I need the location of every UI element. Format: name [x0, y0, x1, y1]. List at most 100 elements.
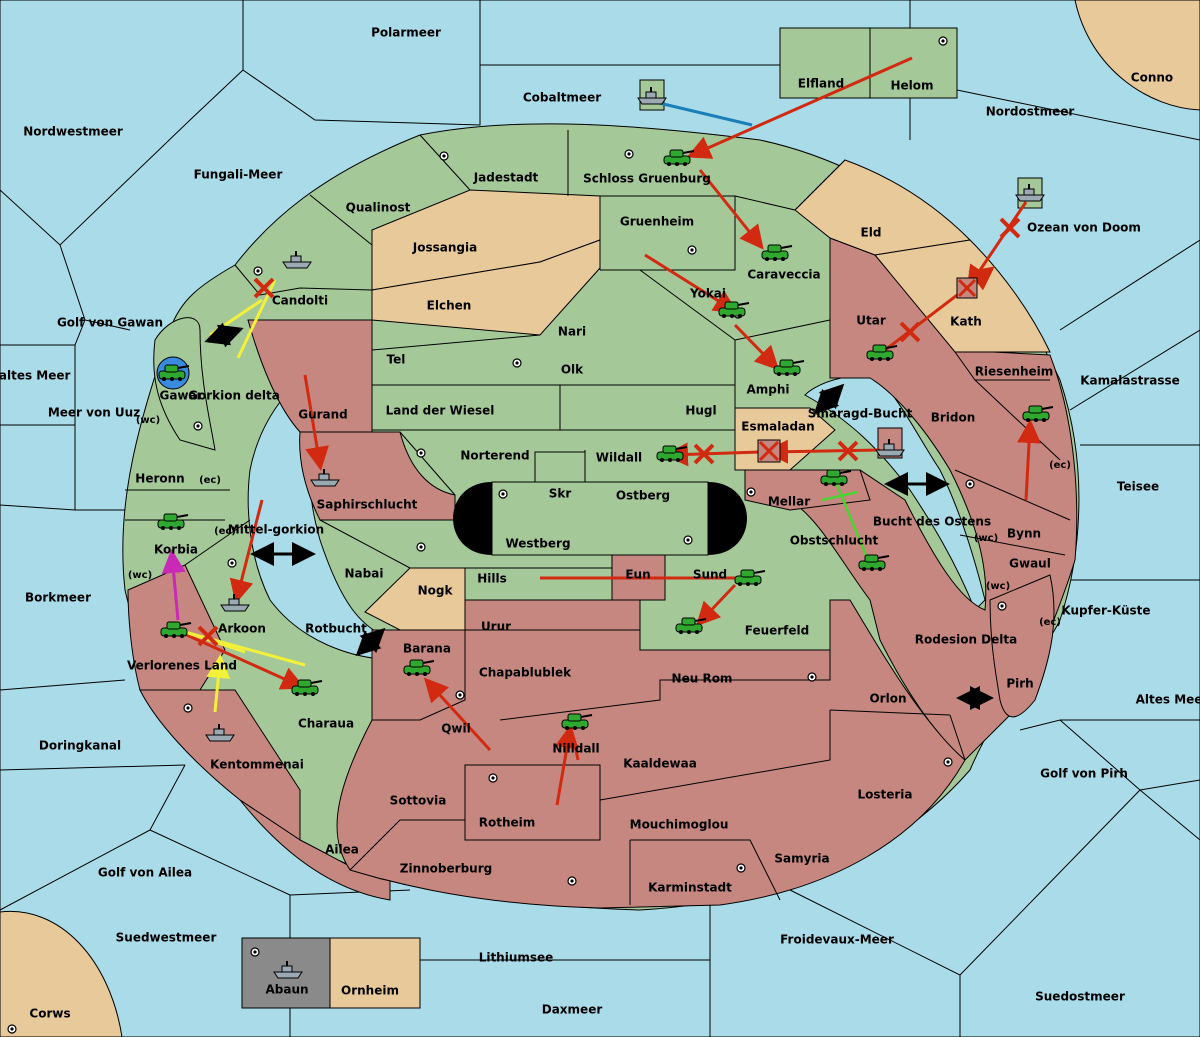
- label-orlon: Orlon: [869, 692, 906, 706]
- region-ornheim[interactable]: [329, 937, 421, 1009]
- label-korbia: Korbia: [154, 543, 198, 557]
- label-qwil: Qwil: [441, 722, 471, 736]
- label-ec-pirh: (ec): [1039, 617, 1061, 628]
- supply-center-icon: [416, 542, 426, 552]
- label-daxmeer: Daxmeer: [542, 1003, 603, 1017]
- label-rodesion-delta: Rodesion Delta: [915, 633, 1017, 647]
- label-qualinost: Qualinost: [346, 201, 411, 215]
- label-chapablublek: Chapablublek: [479, 666, 572, 680]
- label-yokai: Yokai: [689, 287, 726, 301]
- label-borkmeer: Borkmeer: [25, 591, 91, 605]
- label-altes-meer: Altes Meer: [1136, 693, 1200, 707]
- label-riesenheim: Riesenheim: [975, 365, 1054, 379]
- supply-center-icon: [624, 149, 634, 159]
- supply-center-icon: [736, 863, 746, 873]
- dislodged-markers: [757, 277, 978, 463]
- supply-center-icon: [938, 36, 948, 46]
- label-kupfer-kueste: Kupfer-Küste: [1061, 604, 1150, 618]
- label-nordwestmeer: Nordwestmeer: [23, 125, 123, 139]
- label-land-der-wiesel: Land der Wiesel: [386, 404, 495, 418]
- double-arrow-icon: [813, 383, 845, 415]
- supply-center-icon: [807, 672, 817, 682]
- label-cobaltmeer: Cobaltmeer: [523, 91, 601, 105]
- label-wc-gwaul: (wc): [986, 581, 1010, 592]
- supply-center-icon: [183, 703, 193, 713]
- label-caraveccia: Caraveccia: [747, 268, 820, 282]
- label-bridon: Bridon: [931, 411, 976, 425]
- supply-center-icon: [943, 757, 953, 767]
- oval-right-cap: [708, 482, 747, 555]
- label-mittelgorkion: Mittel-gorkion: [228, 523, 324, 537]
- label-meer-von-uuz: Meer von Uuz: [48, 406, 140, 420]
- label-golf-von-ailea: Golf von Ailea: [98, 866, 192, 880]
- label-arkoon: Arkoon: [218, 622, 266, 636]
- label-nilldall: Nilldall: [552, 742, 599, 756]
- label-jossangia: Jossangia: [412, 241, 477, 255]
- region-ailea[interactable]: [239, 799, 391, 901]
- label-ozean-von-doom: Ozean von Doom: [1027, 221, 1141, 235]
- supply-center-icon: [193, 421, 203, 431]
- label-nordostmeer: Nordostmeer: [986, 105, 1075, 119]
- supply-center-icon: [567, 876, 577, 886]
- label-mellar: Mellar: [768, 495, 810, 509]
- label-hills: Hills: [477, 572, 507, 586]
- label-schloss-gruenburg: Schloss Gruenburg: [583, 172, 711, 186]
- label-sund: Sund: [693, 568, 727, 582]
- label-candolti: Candolti: [272, 294, 328, 308]
- label-sottovia: Sottovia: [390, 794, 447, 808]
- label-polarmeer: Polarmeer: [371, 26, 441, 40]
- label-utar: Utar: [856, 314, 886, 328]
- label-obstschlucht: Obstschlucht: [790, 534, 879, 548]
- label-karminstadt: Karminstadt: [648, 881, 732, 895]
- region-elfland[interactable]: [779, 27, 871, 99]
- double-arrow-icon: [355, 627, 386, 657]
- label-samyria: Samyria: [774, 852, 829, 866]
- label-bucht-des-ostens: Bucht des Ostens: [873, 515, 991, 529]
- supply-center-icon: [498, 489, 508, 499]
- label-heronn: Heronn: [135, 472, 184, 486]
- label-barana: Barana: [403, 642, 451, 656]
- label-urur: Urur: [481, 620, 511, 634]
- region-pirh[interactable]: [989, 574, 1055, 718]
- label-abaun: Abaun: [265, 983, 308, 997]
- label-bynn: Bynn: [1007, 527, 1041, 541]
- region-corws[interactable]: [0, 910, 123, 1037]
- label-kaaldewaa: Kaaldewaa: [623, 757, 697, 771]
- supply-center-icon: [965, 479, 975, 489]
- supply-center-icon: [7, 1024, 17, 1034]
- double-arrow-icon: [204, 322, 244, 348]
- supply-center-icon: [488, 773, 498, 783]
- label-gurand: Gurand: [298, 408, 348, 422]
- label-golf-von-gawan-1: Golf von Gawan: [57, 316, 163, 330]
- label-nari: Nari: [558, 325, 586, 339]
- label-rotbucht: Rotbucht: [305, 622, 367, 636]
- convoy-links: [204, 322, 994, 710]
- label-gwaul: Gwaul: [1009, 557, 1051, 571]
- label-verlorenes-land: Verlorenes Land: [127, 659, 237, 673]
- label-doringkanal: Doringkanal: [39, 739, 121, 753]
- label-kentommenai: Kentommenai: [210, 758, 304, 772]
- label-westberg: Westberg: [505, 537, 570, 551]
- label-norterend: Norterend: [460, 449, 529, 463]
- supply-center-icon: [683, 535, 693, 545]
- label-feuerfeld: Feuerfeld: [745, 624, 810, 638]
- label-ec-korbia: (ec): [214, 526, 236, 537]
- label-suedwestmeer: Suedwestmeer: [116, 931, 217, 945]
- region-nogk[interactable]: [364, 567, 466, 631]
- supply-center-icon: [253, 266, 263, 276]
- label-neu-rom: Neu Rom: [672, 672, 733, 686]
- label-elchen: Elchen: [427, 299, 472, 313]
- label-wc-bynn: (wc): [974, 533, 998, 544]
- label-froidevaux-meer: Froidevaux-Meer: [780, 933, 894, 947]
- supply-center-icon: [997, 601, 1007, 611]
- supply-center-icon: [746, 487, 756, 497]
- label-eun: Eun: [625, 568, 650, 582]
- supply-centers: [7, 36, 1007, 1034]
- label-ailea: Ailea: [325, 843, 359, 857]
- supply-center-icon: [439, 151, 449, 161]
- label-nogk: Nogk: [418, 584, 454, 598]
- label-kath: Kath: [950, 315, 982, 329]
- label-ostberg: Ostberg: [616, 489, 670, 503]
- label-suedostmeer: Suedostmeer: [1035, 990, 1125, 1004]
